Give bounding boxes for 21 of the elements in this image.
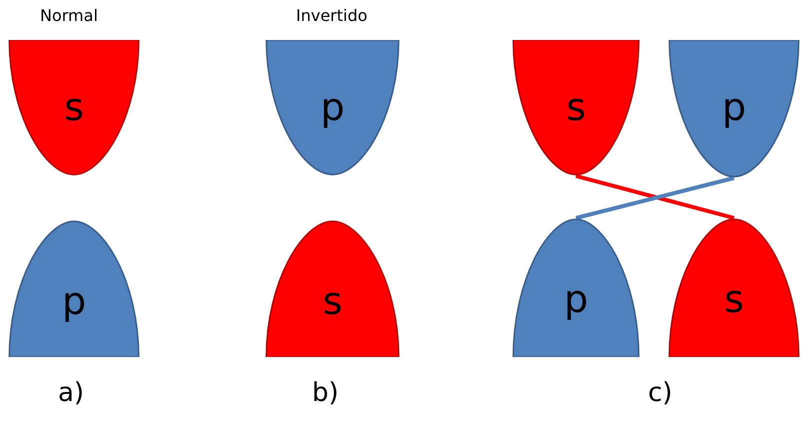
band-shape <box>8 220 140 357</box>
band-shape <box>668 218 800 357</box>
panel-label: a) <box>58 378 84 408</box>
band-label: s <box>63 88 85 126</box>
band-label: p <box>60 282 88 320</box>
panel-title: Normal <box>40 6 98 25</box>
band-shape <box>8 40 140 176</box>
band-label: p <box>319 88 346 126</box>
band-shape <box>265 220 400 357</box>
panel-title: Invertido <box>296 6 368 25</box>
band-label: p <box>720 88 748 126</box>
band-shape <box>265 40 400 176</box>
band-shape <box>512 40 640 176</box>
panel-label: c) <box>648 378 672 408</box>
band-shape <box>668 40 800 178</box>
band-label: s <box>723 280 745 318</box>
band-shape <box>512 218 640 357</box>
band-label: s <box>322 282 344 320</box>
band-label: s <box>565 88 587 126</box>
band-label: p <box>562 280 590 318</box>
panel-label: b) <box>312 378 339 408</box>
